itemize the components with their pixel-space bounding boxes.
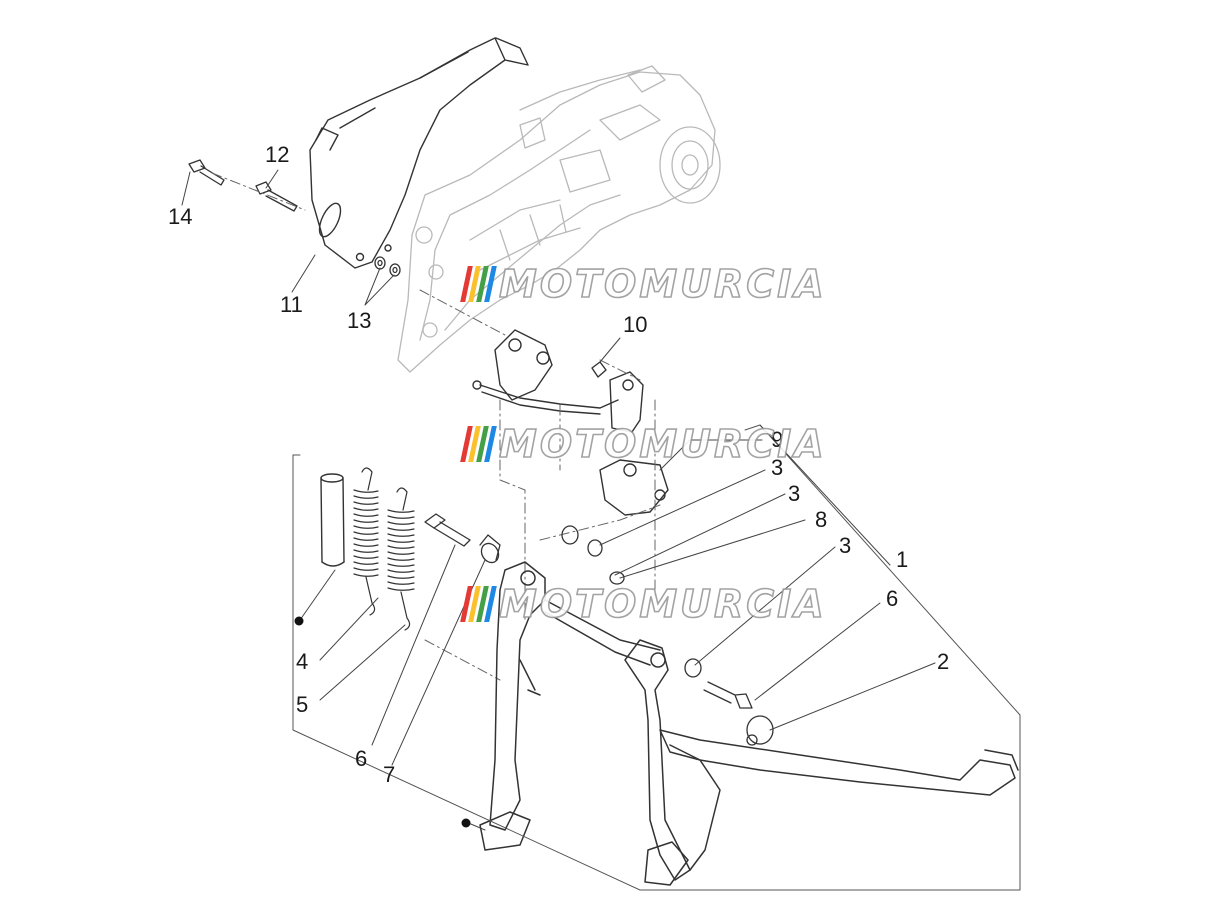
- watermark-3: MOTOMURCIA: [460, 581, 827, 627]
- callout-13: 13: [347, 308, 372, 333]
- bolts-12-14: [188, 159, 401, 277]
- watermark-stripes-icon: [460, 426, 497, 462]
- part-11-heat-shield: [309, 37, 529, 269]
- watermark-stripes-icon: [460, 586, 497, 622]
- callout-6-left: 6: [355, 746, 368, 771]
- callout-7: 7: [383, 762, 396, 787]
- callout-12: 12: [265, 142, 290, 167]
- watermark-2: MOTOMURCIA: [460, 421, 827, 467]
- kit-boundary-lines: [292, 424, 1021, 891]
- group-dot-bottom: [461, 818, 471, 828]
- watermark-1: MOTOMURCIA: [460, 261, 827, 307]
- callout-3a: 3: [771, 455, 784, 480]
- callout-14: 14: [168, 204, 193, 229]
- pin-and-bushing: [424, 513, 774, 746]
- watermark-text: MOTOMURCIA: [498, 261, 827, 307]
- watermark-stripes-icon: [460, 266, 497, 302]
- callout-4: 4: [296, 649, 309, 674]
- callout-9: 9: [771, 427, 784, 452]
- callout-6-right: 6: [886, 586, 899, 611]
- callout-leaders: [181, 169, 936, 831]
- part-5-springs: [353, 467, 415, 631]
- callout-8: 8: [815, 507, 828, 532]
- stand-mount-bracket: [472, 329, 669, 516]
- callout-11: 11: [280, 292, 303, 317]
- part-4-spring-sleeve: [320, 473, 345, 567]
- callout-3b: 3: [788, 481, 801, 506]
- callout-2: 2: [937, 649, 950, 674]
- callout-3c: 3: [839, 533, 852, 558]
- callout-5: 5: [296, 692, 309, 717]
- watermark-text: MOTOMURCIA: [498, 581, 827, 627]
- callout-10: 10: [623, 312, 648, 337]
- watermark-text: MOTOMURCIA: [498, 421, 827, 467]
- part-1-center-stand: [479, 561, 1019, 886]
- group-dot-top: [294, 616, 304, 626]
- callout-1: 1: [896, 547, 909, 572]
- ghost-swingarm-housing: [397, 65, 721, 373]
